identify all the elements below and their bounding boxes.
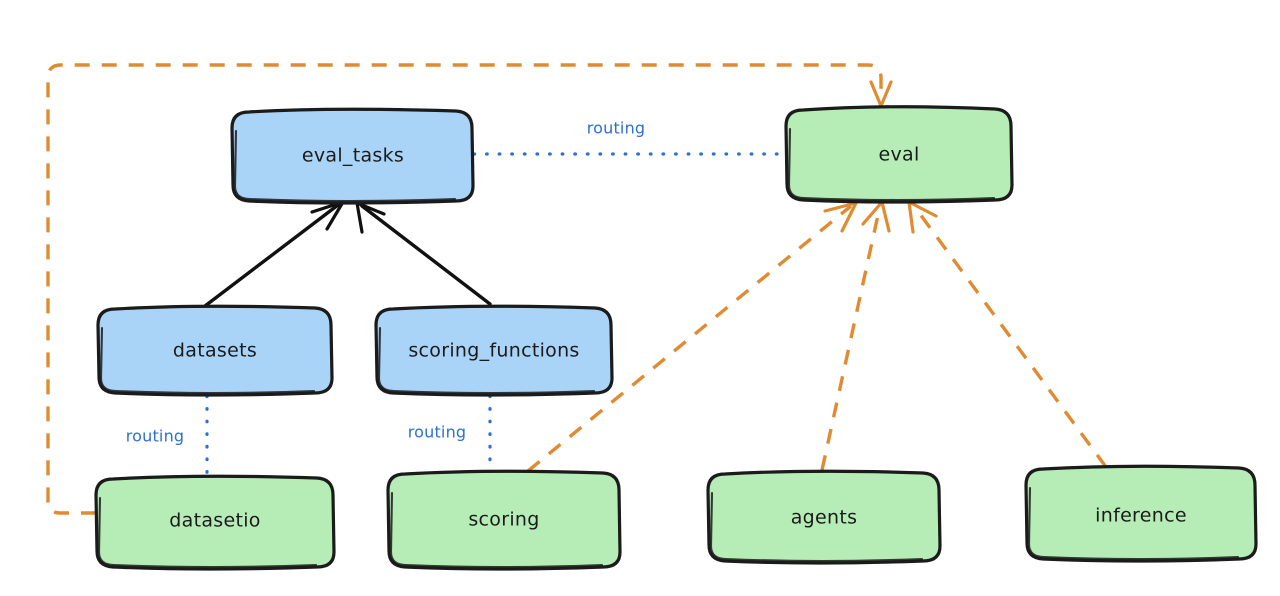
- node-agents[interactable]: agents: [706, 469, 942, 565]
- node-scoring[interactable]: scoring: [386, 469, 622, 571]
- node-inference[interactable]: inference: [1024, 464, 1258, 563]
- edge-label-routing-datasetio: routing: [126, 427, 185, 446]
- node-label-eval: eval: [878, 144, 919, 166]
- node-scoring-functions[interactable]: scoring_functions: [374, 304, 614, 397]
- node-label-eval-tasks: eval_tasks: [302, 145, 404, 167]
- node-datasetio[interactable]: datasetio: [94, 474, 336, 571]
- edge-inference-eval: [907, 200, 1108, 469]
- edge-label-routing-eval: routing: [587, 119, 646, 138]
- node-label-datasets: datasets: [173, 340, 257, 362]
- node-label-scoring: scoring: [468, 509, 539, 531]
- edge-agents-eval: [820, 200, 891, 471]
- node-label-agents: agents: [791, 507, 858, 529]
- node-label-datasetio: datasetio: [169, 510, 260, 532]
- node-eval[interactable]: eval: [784, 105, 1014, 204]
- node-label-inference: inference: [1095, 505, 1187, 527]
- edge-label-routing-scoring: routing: [408, 423, 467, 442]
- edge-scoringfunctions-evaltasks: [355, 201, 492, 306]
- edge-datasets-evaltasks: [203, 200, 345, 308]
- node-eval-tasks[interactable]: eval_tasks: [230, 107, 475, 205]
- node-datasets[interactable]: datasets: [96, 304, 334, 397]
- node-label-scoring-functions: scoring_functions: [408, 340, 579, 362]
